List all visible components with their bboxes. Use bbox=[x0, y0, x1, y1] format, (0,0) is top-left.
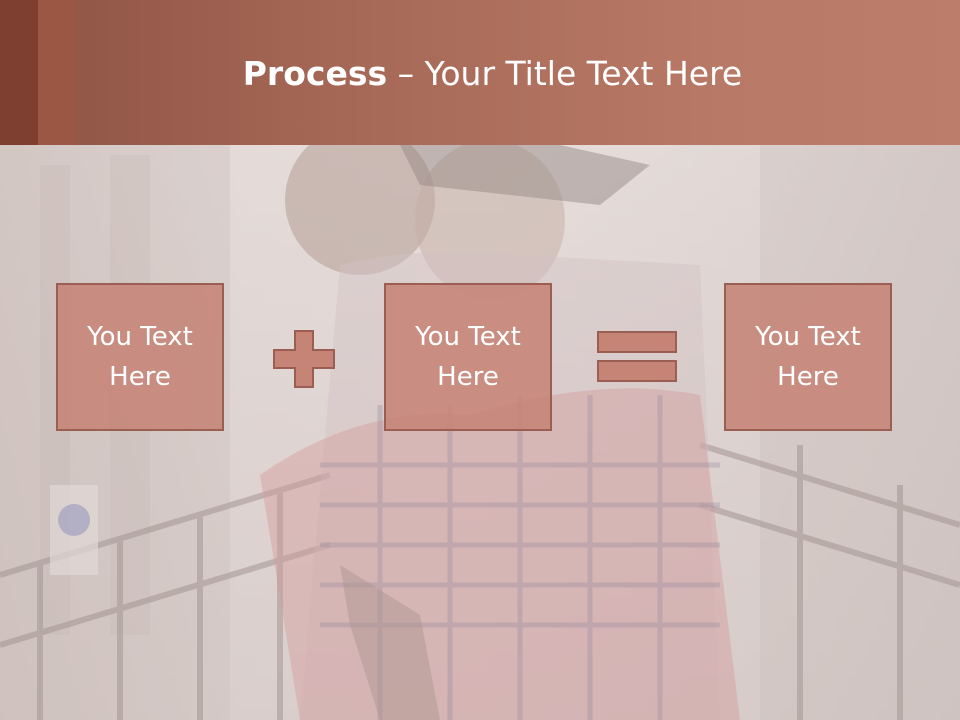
equals-icon bbox=[597, 331, 677, 382]
accent-stripe bbox=[38, 0, 74, 145]
process-box-label: You Text Here bbox=[87, 322, 193, 392]
title-band: Process – Your Title Text Here bbox=[0, 0, 960, 145]
process-box-2[interactable]: You Text Here bbox=[384, 283, 552, 431]
plus-icon bbox=[273, 330, 335, 388]
title-bold: Process bbox=[242, 54, 388, 93]
accent-stripe bbox=[0, 0, 38, 145]
process-box-1[interactable]: You Text Here bbox=[56, 283, 224, 431]
photo-veil bbox=[0, 145, 960, 720]
title-rest: – Your Title Text Here bbox=[387, 54, 743, 93]
background-photo bbox=[0, 145, 960, 720]
slide-title[interactable]: Process – Your Title Text Here bbox=[0, 52, 960, 96]
process-box-3[interactable]: You Text Here bbox=[724, 283, 892, 431]
process-box-label: You Text Here bbox=[755, 322, 861, 392]
process-box-label: You Text Here bbox=[415, 322, 521, 392]
